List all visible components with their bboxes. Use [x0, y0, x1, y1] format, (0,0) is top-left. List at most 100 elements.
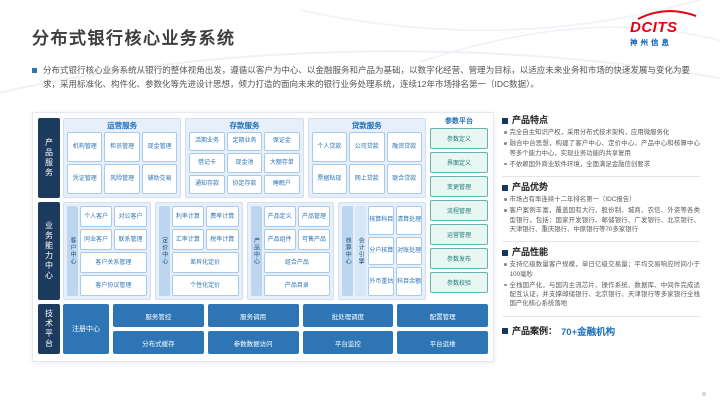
intro-bullet-square-icon — [32, 68, 37, 73]
diagram-item: 参数定义 — [430, 128, 488, 149]
intro-paragraph: 分布式银行核心业务系统从银行的整体视角出发，遵循以客户为中心、以金融服务和产品为… — [32, 64, 690, 91]
logo-swoosh-icon — [637, 10, 697, 20]
diagram-item: 清算处理 — [396, 206, 422, 235]
panel-section: 产品性能支持亿级数量客户规模，单日亿级交易量；平均交易响应时间小于100毫秒全栈… — [502, 241, 700, 315]
group-row: 产品组件可售产品 — [263, 229, 331, 250]
diagram-item: 平台监控 — [302, 331, 394, 354]
diagram-item: 同业客户 — [80, 229, 113, 250]
group-vertical-label: 客户中心 — [67, 206, 78, 296]
capability-center-row: 业务能力中心 客户中心个人客户对公客户同业客户联系管理客户关系管理客户协议管理定… — [38, 202, 426, 300]
page-indicator-dot — [702, 392, 706, 396]
row-label-capability-center: 业务能力中心 — [38, 202, 60, 300]
case-value: 70+金融机构 — [561, 326, 616, 338]
diagram-item: 利率计算 — [171, 206, 205, 227]
diagram-item: 核算科目 — [368, 206, 395, 235]
panel-section: 产品优势市场占有率连续十二年排名第一（IDC报告） 客户案例丰富，覆盖国有大行、股… — [502, 176, 700, 241]
group-rows: 核算科目清算处理分户核算对账处理外币重估科目余额 — [368, 206, 422, 297]
group-row: 产品目录 — [263, 275, 331, 296]
intro-text: 分布式银行核心业务系统从银行的整体视角出发，遵循以客户为中心、以金融服务和产品为… — [43, 65, 690, 89]
bullet-text: 客户案例丰富，覆盖国有大行、股份制、城商、农信、外资等各类型银行，包括：国家开发… — [509, 207, 701, 233]
param-platform-title: 参数平台 — [445, 118, 473, 125]
group-row: 外币重估科目余额 — [368, 267, 422, 297]
diagram-item: 分户核算 — [368, 236, 395, 266]
diagram-item: 个人贷款 — [311, 131, 348, 162]
diagram-item: 联系管理 — [114, 229, 147, 250]
diagram-item: 睡眠户 — [264, 174, 300, 194]
param-items: 参数定义界面定义变更管理流程管理运营管理参数发布参数校验 — [430, 128, 488, 293]
group-rows: 产品定义产品管理产品组件可售产品组合产品产品目录 — [263, 206, 331, 296]
bullet-item: 全栈国产化，与国内主流芯片、操作系统、数据库、中间件完成适配互认证，并支撑邮储银… — [504, 281, 700, 309]
diagram-item: 配置管理 — [397, 304, 488, 327]
diagram-item: 平台运维 — [397, 331, 488, 354]
group-items: 机构管理柜员管理现金管理凭证管理风险管理辅助交易 — [67, 131, 178, 194]
bullet-text: 全栈国产化，与国内主流芯片、操作系统、数据库、中间件完成适配互认证，并支撑邮储银… — [509, 281, 701, 308]
bullet-square-icon — [502, 327, 508, 334]
group-row: 同业客户联系管理 — [80, 229, 147, 250]
engine-vertical-label: 会计引擎 — [355, 206, 367, 296]
diagram-item: 变更管理 — [430, 176, 488, 197]
section-header: 产品特点 — [502, 116, 700, 125]
info-panel: 产品特点完全自主知识产权，采用分布式技术架构，应用微服务化融合中台思想，构建了客… — [502, 110, 700, 338]
product-case-row: 产品案例： 70+金融机构 — [502, 315, 700, 338]
diagram-group: 运营服务机构管理柜员管理现金管理凭证管理风险管理辅助交易 — [63, 118, 182, 198]
diagram-item: 服务调用 — [207, 304, 299, 327]
diagram-item: 融资贷款 — [386, 131, 422, 162]
diagram-item: 税率计算 — [206, 229, 239, 250]
panel-sections: 产品特点完全自主知识产权，采用分布式技术架构，应用微服务化融合中台思想，构建了客… — [502, 110, 700, 316]
diagram-item: 柜员管理 — [104, 131, 140, 162]
diagram-item: 外币重估 — [368, 267, 395, 297]
group-row: 汇率计算税率计算 — [171, 229, 239, 250]
diagram-group: 定价中心利率计算费率计算汇率计算税率计算差异化定价个性化定价 — [154, 202, 243, 300]
row-label-tech-platform: 技术平台 — [38, 304, 60, 354]
diagram-item: 运营管理 — [430, 224, 488, 245]
group-row: 分户核算对账处理 — [368, 236, 422, 266]
bullet-item: 市场占有率连续十二年排名第一（IDC报告） — [504, 195, 700, 204]
bullet-item: 不依赖国外商业软件环境，全面满足金融信创要求 — [504, 160, 700, 169]
diagram-item: 产品定义 — [263, 206, 296, 227]
param-platform-column: 参数平台 参数定义界面定义变更管理流程管理运营管理参数发布参数校验 — [430, 118, 488, 304]
diagram-item: 参数发布 — [430, 248, 488, 269]
diagram-item: 产品组件 — [263, 229, 296, 250]
bullet-square-icon — [502, 184, 508, 191]
diagram-item: 个性化定价 — [171, 275, 239, 296]
bullet-text: 支持亿级数量客户规模，单日亿级交易量；平均交易响应时间小于100毫秒 — [509, 261, 701, 278]
section-title: 产品特点 — [512, 115, 549, 125]
diagram-item: 费率计算 — [206, 206, 239, 227]
diagram-item: 可售产品 — [297, 229, 331, 250]
bullet-dot-icon — [504, 142, 507, 145]
group-rows: 利率计算费率计算汇率计算税率计算差异化定价个性化定价 — [171, 206, 239, 296]
bullet-item: 支持亿级数量客户规模，单日亿级交易量；平均交易响应时间小于100毫秒 — [504, 260, 700, 279]
diagram-item: 现金管理 — [141, 131, 178, 162]
diagram-item: 定期业务 — [226, 131, 263, 151]
diagram-item: 客户协议管理 — [80, 275, 147, 296]
tech-platform-row: 技术平台 注册中心 服务管控服务调用批处理调度配置管理分布式缓存参数数据访问平台… — [38, 304, 488, 354]
group-rows: 个人客户对公客户同业客户联系管理客户关系管理客户协议管理 — [80, 206, 147, 296]
diagram-item: 网上贷款 — [349, 163, 385, 194]
diagram-item: 对公客户 — [114, 206, 147, 227]
diagram-item: 机构管理 — [67, 131, 103, 162]
group-row: 个性化定价 — [171, 275, 239, 296]
diagram-item: 分布式缓存 — [113, 331, 204, 354]
architecture-diagram: 产品服务 运营服务机构管理柜员管理现金管理凭证管理风险管理辅助交易存款服务活期业… — [32, 112, 494, 362]
group-row: 利率计算费率计算 — [171, 206, 239, 227]
bullet-dot-icon — [504, 263, 507, 266]
page-title: 分布式银行核心业务系统 — [32, 29, 236, 48]
section-title: 产品优势 — [512, 182, 549, 193]
diagram-item: 活期业务 — [189, 131, 225, 151]
product-groups: 运营服务机构管理柜员管理现金管理凭证管理风险管理辅助交易存款服务活期业务定期业务… — [63, 118, 426, 198]
company-logo: DCITS 神州信息 — [630, 10, 698, 48]
diagram-item: 现金池 — [226, 153, 263, 173]
group-row: 产品定义产品管理 — [263, 206, 331, 227]
bullet-dot-icon — [504, 131, 507, 134]
logo-company-name: 神州信息 — [630, 38, 672, 47]
group-row: 组合产品 — [263, 252, 331, 273]
diagram-item: 票据贴现 — [311, 163, 348, 194]
diagram-group: 客户中心个人客户对公客户同业客户联系管理客户关系管理客户协议管理 — [63, 202, 151, 300]
product-services-row: 产品服务 运营服务机构管理柜员管理现金管理凭证管理风险管理辅助交易存款服务活期业… — [38, 118, 426, 198]
diagram-item: 流程管理 — [430, 200, 488, 221]
group-row: 核算科目清算处理 — [368, 206, 422, 235]
diagram-item: 界面定义 — [430, 152, 488, 173]
diagram-item: 借记卡 — [189, 153, 225, 173]
bullet-square-icon — [502, 249, 508, 256]
